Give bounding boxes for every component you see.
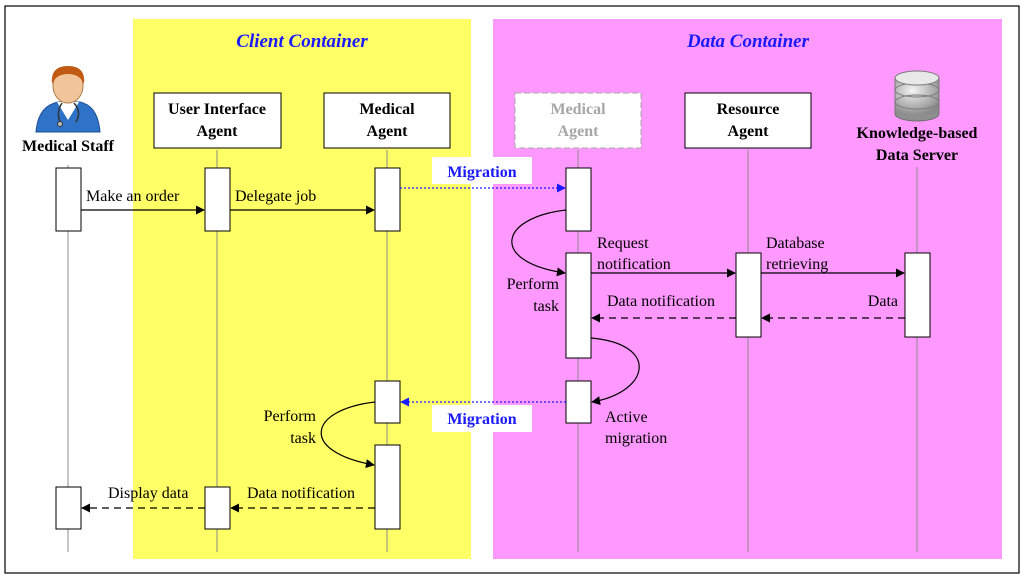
kb-server-label-line1: Knowledge-based [857,125,978,142]
self-call-curves [320,209,640,469]
activation-kb-1 [904,252,931,338]
ui-agent-label-line1: User Interface [168,101,266,118]
sync-arrows [81,205,905,278]
label-data-notification-1: Data notification [607,293,715,310]
activation-ghost-1 [565,167,592,232]
migration-label-2: Migration [447,411,516,428]
activation-medical-2 [374,380,401,424]
activation-ghost-2 [565,252,592,359]
migration-arrows [400,183,566,407]
migration-label-box-1 [432,157,532,184]
resource-agent-label-line1: Resource [717,101,780,118]
curve-active-migration [590,337,640,406]
label-data-notification-2: Data notification [247,485,355,502]
activation-staff-1 [55,167,82,232]
medical-agent-label-line2: Agent [367,123,409,140]
activation-medical-3 [374,444,401,530]
medical-agent-ghost-box [514,92,642,149]
label-db-line1: Database [766,235,825,252]
resource-agent-box [684,92,812,149]
label-request-line2: notification [597,256,671,273]
medical-agent-label-line1: Medical [359,101,415,118]
database-icon [894,70,940,122]
label-perform-task-2-line2: task [290,430,316,447]
activation-medical-1 [374,167,401,232]
activation-ui-1 [204,167,231,232]
medical-agent-ghost-label-line1: Medical [550,101,606,118]
label-delegate-job: Delegate job [235,188,316,205]
label-data: Data [868,293,898,310]
label-perform-task-1-line1: Perform [507,276,560,293]
label-active-line1: Active [605,409,648,426]
return-arrows [81,313,905,513]
ui-agent-box [153,92,282,149]
medical-staff-label: Medical Staff [22,138,115,155]
medical-agent-box [323,92,451,149]
label-db-line2: retrieving [766,256,828,273]
label-perform-task-1-line2: task [533,298,559,315]
curve-perform-task-2 [320,401,376,469]
medical-agent-ghost-label-line2: Agent [558,123,600,140]
doctor-icon [35,66,101,133]
resource-agent-label-line2: Agent [728,123,770,140]
activation-bars [55,167,931,530]
activation-ui-2 [204,486,231,530]
migration-label-box-2 [432,405,532,432]
label-request-line1: Request [597,235,649,252]
ui-agent-label-line2: Agent [197,123,239,140]
migration-label-1: Migration [447,164,516,181]
kb-server-label-line2: Data Server [876,147,958,164]
label-active-line2: migration [605,430,667,447]
curve-perform-task-1 [511,209,567,277]
label-display-data: Display data [108,485,188,502]
client-container-title: Client Container [236,31,368,52]
activation-staff-2 [55,486,82,530]
activation-resource-1 [735,252,762,338]
activation-ghost-3 [565,380,592,424]
label-perform-task-2-line1: Perform [264,408,317,425]
label-make-order: Make an order [86,188,180,205]
data-container-title: Data Container [686,31,810,52]
